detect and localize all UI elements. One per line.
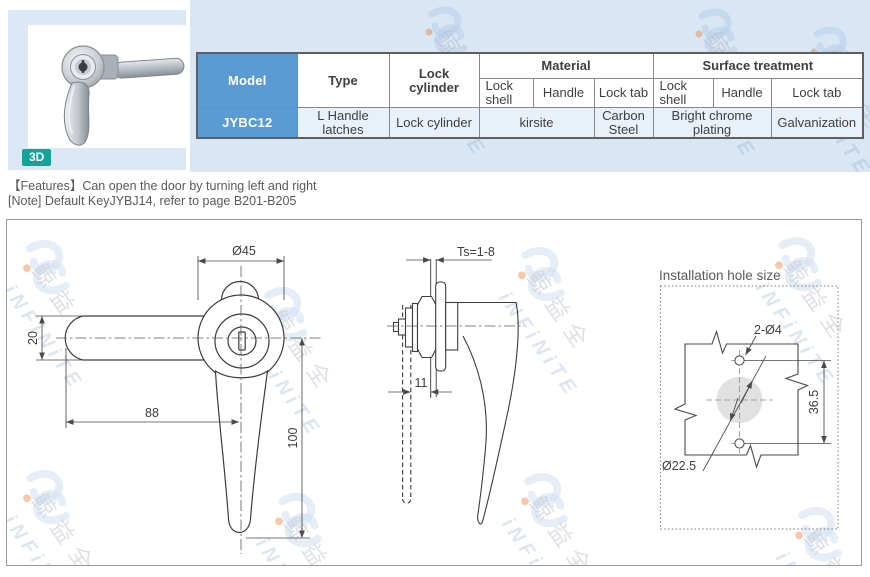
installation-dimensions bbox=[702, 335, 831, 472]
installation-dotted-box bbox=[660, 285, 839, 530]
l-handle-photo-illustration bbox=[61, 45, 185, 146]
installation-title: Installation hole size bbox=[659, 268, 781, 283]
side-view-dimensions bbox=[388, 257, 492, 398]
header-material-lock-shell: Lock shell bbox=[478, 78, 534, 108]
badge-3d[interactable]: 3D bbox=[22, 149, 52, 166]
handle-grip-outline bbox=[214, 369, 269, 534]
front-view bbox=[64, 280, 285, 534]
dim-20: 20 bbox=[26, 331, 40, 345]
cam-latch bbox=[113, 57, 185, 79]
cell-lock-cylinder: Lock cylinder bbox=[388, 107, 480, 139]
product-image-box: 3D bbox=[8, 10, 186, 170]
cell-material-tab: Carbon Steel bbox=[593, 107, 654, 139]
dim-diameter-45: Ø45 bbox=[232, 244, 256, 258]
header-type: Type bbox=[296, 52, 390, 108]
infinite-logo-icon bbox=[425, 6, 468, 56]
screw-hole-bottom bbox=[734, 438, 745, 449]
logo-accent-dot bbox=[425, 28, 433, 36]
front-view-dimensions bbox=[36, 256, 310, 539]
flange bbox=[435, 281, 447, 372]
handle-side-profile bbox=[457, 301, 519, 525]
header-model: Model bbox=[196, 52, 298, 108]
dim-11: 11 bbox=[415, 376, 428, 390]
spec-table: Model Type Lock cylinder Material Surfac… bbox=[196, 52, 865, 139]
table-row: JYBC12 L Handle latches Lock cylinder ki… bbox=[196, 107, 864, 139]
dim-100: 100 bbox=[286, 428, 300, 449]
header-material-group: Material bbox=[478, 52, 654, 79]
header-material-lock-tab: Lock tab bbox=[593, 78, 654, 108]
front-view-centerlines bbox=[56, 266, 322, 554]
dim-88: 88 bbox=[145, 406, 159, 420]
product-photo bbox=[28, 25, 186, 148]
screw-hole-top bbox=[734, 355, 745, 366]
dim-36-5: 36.5 bbox=[807, 390, 821, 414]
header-surface-lock-shell: Lock shell bbox=[652, 78, 714, 108]
header-surface-lock-tab: Lock tab bbox=[770, 78, 864, 108]
dim-d22-5: Ø22.5 bbox=[662, 459, 696, 473]
installation-plate bbox=[673, 329, 809, 469]
drawing-panel: 鲸益全 iNFiNiTE 鲸益全 iNFiNiTE 鲸益全 iNFiNiTE bbox=[6, 219, 862, 566]
side-view bbox=[392, 259, 519, 525]
key-slot bbox=[238, 331, 246, 351]
header-lock-cylinder: Lock cylinder bbox=[388, 52, 480, 108]
header-surface-group: Surface treatment bbox=[652, 52, 864, 79]
cell-material-shell-handle: kirsite bbox=[478, 107, 595, 139]
cell-model: JYBC12 bbox=[196, 107, 298, 139]
header-surface-handle: Handle bbox=[712, 78, 772, 108]
dim-2-d4: 2-Ø4 bbox=[754, 323, 782, 337]
cell-type: L Handle latches bbox=[296, 107, 390, 139]
dim-ts: Ts=1-8 bbox=[457, 245, 495, 259]
screw-tip bbox=[392, 321, 400, 333]
cell-surface-shell-handle: Bright chrome plating bbox=[652, 107, 772, 139]
cell-surface-tab: Galvanization bbox=[770, 107, 864, 139]
note-line: [Note] Default KeyJYBJ14, refer to page … bbox=[8, 194, 297, 208]
header-material-handle: Handle bbox=[532, 78, 595, 108]
features-line: 【Features】Can open the door by turning l… bbox=[8, 179, 317, 193]
mounting-nut bbox=[416, 295, 437, 359]
spec-band: 鲸益全 iNFiNiTE 鲸益全 iNFiNiTE 鲸益全 iNFiNiTE bbox=[190, 0, 870, 172]
technical-drawing: Ø45 20 88 100 bbox=[26, 244, 839, 554]
